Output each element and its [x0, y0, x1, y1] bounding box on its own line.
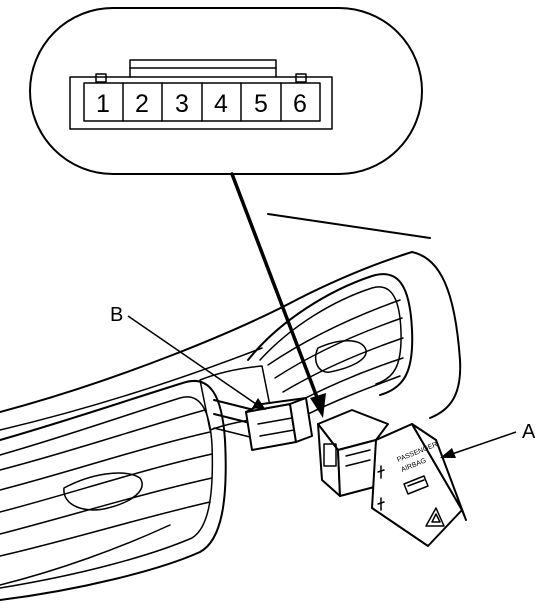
hazard-triangle-icon: [425, 507, 445, 527]
pin-label-1: 1: [96, 90, 110, 118]
pin-label-3: 3: [175, 90, 189, 118]
pin-label-5: 5: [254, 90, 268, 118]
connector-detail-bubble: 1 2 3 4 5 6: [29, 7, 423, 175]
callout-label-a: A: [522, 421, 536, 443]
callout-a: A: [440, 421, 536, 458]
dashboard-vent-panel: [0, 213, 462, 601]
airbag-indicator-window: [403, 475, 429, 495]
switch-a: PASSENGER AIRBAG: [317, 409, 467, 547]
bubble-outline: [29, 7, 423, 175]
pin-label-6: 6: [293, 90, 307, 118]
callout-b: B: [110, 304, 266, 410]
harness-connector-b: [213, 397, 313, 451]
pin-label-4: 4: [214, 90, 228, 118]
connector-face: 1 2 3 4 5 6: [69, 59, 333, 130]
callout-label-b: B: [110, 304, 123, 326]
connector-pointer-arrow: [230, 172, 326, 418]
pin-label-2: 2: [135, 90, 149, 118]
